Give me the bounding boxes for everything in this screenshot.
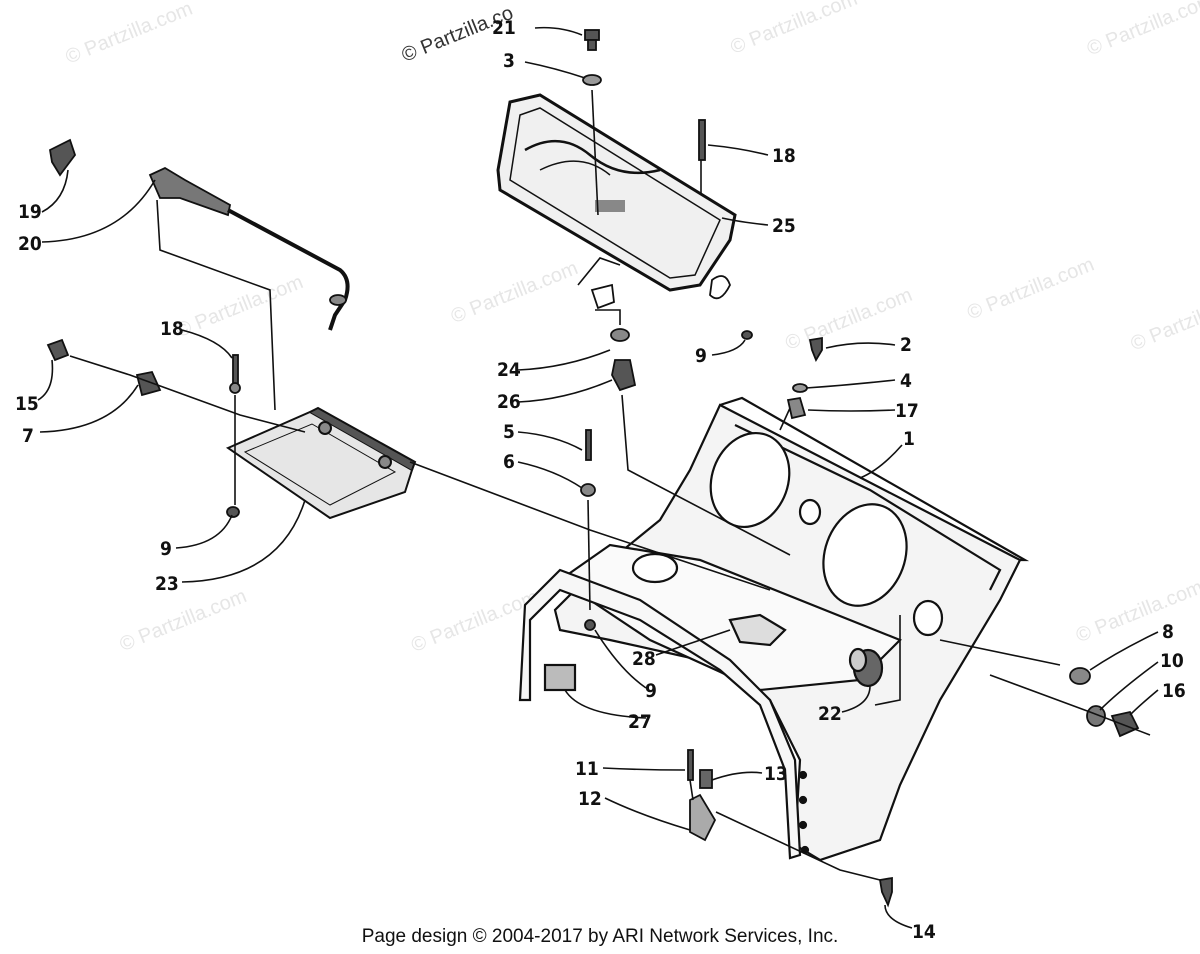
callout-27: 27	[628, 711, 652, 733]
callout-labels: 21 3 18 25 19 20 18 24 26 9 2 4 17 1 15 …	[15, 17, 1186, 943]
callout-28: 28	[632, 648, 656, 670]
dash-panel	[518, 396, 1030, 862]
callout-7: 7	[22, 425, 34, 447]
callout-5: 5	[503, 421, 515, 443]
callout-11: 11	[575, 758, 599, 780]
callout-22: 22	[818, 703, 842, 725]
footer-copyright: Page design © 2004-2017 by ARI Network S…	[361, 926, 839, 947]
callout-9-plate: 9	[695, 345, 707, 367]
callout-12: 12	[578, 788, 602, 810]
callout-26: 26	[497, 391, 521, 413]
callout-23: 23	[155, 573, 179, 595]
callout-24: 24	[497, 359, 521, 381]
callout-8: 8	[1162, 621, 1174, 643]
watermark: © Partzilla.com	[1084, 0, 1200, 60]
callout-4: 4	[900, 370, 912, 392]
watermark: © Partzilla.com	[964, 254, 1097, 325]
callout-14: 14	[912, 921, 936, 943]
callout-21: 21	[492, 17, 516, 39]
watermark: © Partzilla.com	[1128, 285, 1200, 356]
callout-10: 10	[1160, 650, 1184, 672]
control-box	[225, 406, 417, 520]
callout-6: 6	[503, 451, 515, 473]
name-plate	[496, 93, 737, 292]
callout-18-top: 18	[772, 145, 796, 167]
callout-15: 15	[15, 393, 39, 415]
callout-17: 17	[895, 400, 919, 422]
callout-2: 2	[900, 334, 912, 356]
callout-20: 20	[18, 233, 42, 255]
watermark: © Partzilla.com	[1073, 576, 1200, 647]
leader-lines	[37, 26, 1159, 929]
watermark: © Partzilla.com	[173, 271, 306, 342]
callout-13: 13	[764, 763, 788, 785]
callout-25: 25	[772, 215, 796, 237]
watermark: © Partzilla.com	[63, 0, 196, 68]
callout-9-dash: 9	[645, 680, 657, 702]
callout-19: 19	[18, 201, 42, 223]
watermark: © Partzilla.com	[117, 585, 250, 656]
callout-9-left: 9	[160, 538, 172, 560]
callout-18-left: 18	[160, 318, 184, 340]
callout-16: 16	[1162, 680, 1186, 702]
watermark: © Partzilla.com	[448, 257, 581, 328]
callout-3: 3	[503, 50, 515, 72]
callout-1: 1	[903, 428, 915, 450]
watermark: © Partzilla.com	[408, 586, 541, 657]
hardware	[46, 29, 1140, 908]
watermark: © Partzilla.com	[727, 0, 860, 59]
